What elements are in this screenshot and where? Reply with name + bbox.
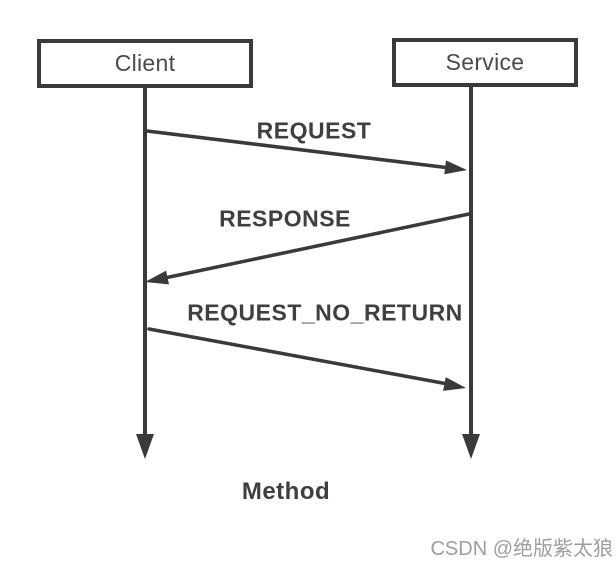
- request-no-return-arrowhead-icon: [443, 377, 466, 391]
- actor-client-label: Client: [114, 50, 176, 76]
- response-arrowhead-icon: [145, 270, 169, 285]
- client-lifeline-arrowhead-icon: [136, 434, 154, 459]
- message-label-request-no-return: REQUEST_NO_RETURN: [187, 299, 463, 326]
- actor-box-client: Client: [37, 39, 253, 88]
- actor-box-service: Service: [392, 38, 578, 87]
- message-label-request: REQUEST: [256, 117, 372, 144]
- actor-service-label: Service: [445, 49, 525, 75]
- request-no-return-arrow-line: [147, 327, 447, 386]
- diagram-caption: Method: [241, 478, 331, 505]
- request-arrow-line: [145, 129, 448, 170]
- request-arrowhead-icon: [444, 160, 467, 175]
- response-arrow-line: [165, 212, 471, 280]
- message-label-response: RESPONSE: [219, 205, 351, 232]
- csdn-watermark: CSDN @绝版紫太狼: [430, 538, 613, 560]
- service-lifeline-arrowhead-icon: [462, 434, 480, 459]
